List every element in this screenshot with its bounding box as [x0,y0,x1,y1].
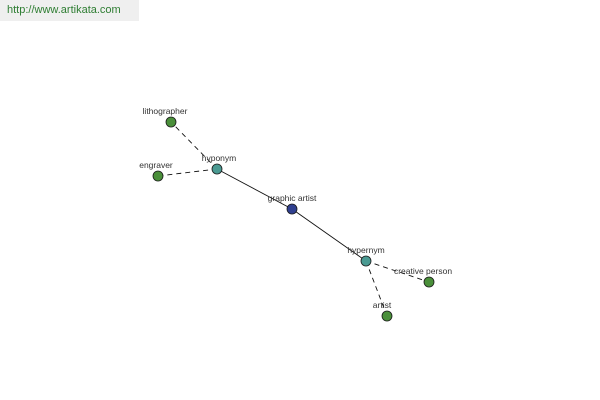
edge-hypernym-creative-person [365,260,430,283]
node-dot-artist[interactable] [381,310,393,322]
node-dot-center[interactable] [286,203,298,215]
node-center[interactable]: graphic artist [268,193,317,215]
node-label-creative-person[interactable]: creative person [394,266,452,276]
node-label-hypernym[interactable]: hypernym [347,245,384,255]
node-label-hyponym[interactable]: hyponym [202,153,237,163]
node-dot-creative-person[interactable] [423,276,435,288]
node-artist[interactable]: artist [373,300,393,322]
node-hyponym[interactable]: hyponym [202,153,237,175]
node-dot-engraver[interactable] [152,170,164,182]
edge-center-hypernym [291,208,367,262]
node-label-engraver[interactable]: engraver [139,160,173,170]
node-creative-person[interactable]: creative person [394,266,452,288]
node-dot-hypernym[interactable] [360,255,372,267]
edges-layer [157,121,430,317]
node-label-center[interactable]: graphic artist [268,193,317,203]
node-lithographer[interactable]: lithographer [143,106,188,128]
node-dot-lithographer[interactable] [165,116,177,128]
source-url[interactable]: http://www.artikata.com [0,0,139,21]
node-label-artist[interactable]: artist [373,300,392,310]
edge-center-hyponym [216,168,293,210]
edge-hyponym-engraver [157,168,218,177]
node-dot-hyponym[interactable] [211,163,223,175]
edge-hyponym-lithographer [170,121,218,170]
node-hypernym[interactable]: hypernym [347,245,385,267]
node-label-lithographer[interactable]: lithographer [143,106,188,116]
nodes-layer: graphic artist hyponym hypernym lithographe… [139,106,452,322]
node-engraver[interactable]: engraver [139,160,173,182]
edge-hypernym-artist [365,260,388,317]
